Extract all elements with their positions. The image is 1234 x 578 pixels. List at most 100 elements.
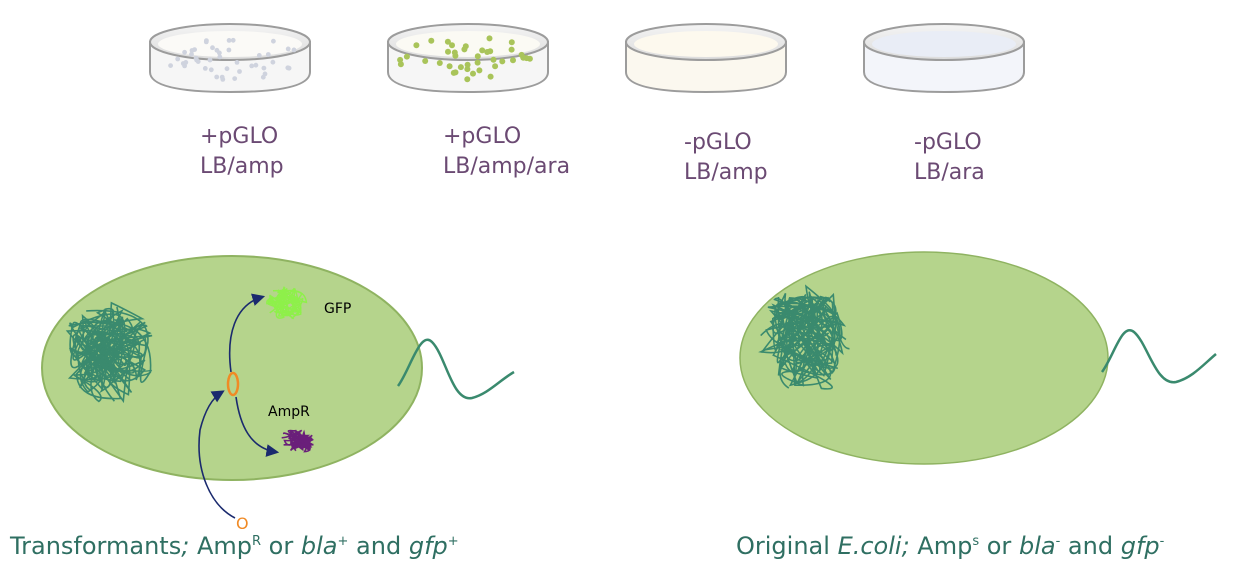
colony-dot bbox=[220, 77, 226, 82]
chromosome-tangle bbox=[758, 284, 850, 390]
colony-dot bbox=[464, 66, 471, 73]
tangle-strand bbox=[289, 429, 314, 453]
colony-dot bbox=[403, 53, 410, 60]
colony-dot bbox=[232, 76, 238, 81]
colony-dot bbox=[476, 67, 483, 74]
plate-3 bbox=[625, 23, 787, 94]
tangle-strand bbox=[69, 307, 147, 404]
colony-dot bbox=[490, 56, 497, 63]
colony-dot bbox=[474, 53, 481, 60]
colony-dot bbox=[474, 59, 481, 66]
colony-dot bbox=[270, 59, 276, 65]
arrow-uptake bbox=[198, 390, 236, 519]
colony-dot bbox=[428, 37, 435, 44]
plate-label-line2: LB/ara bbox=[914, 160, 985, 185]
colony-dot bbox=[526, 55, 533, 62]
colony-dot bbox=[508, 46, 515, 53]
colony-dot bbox=[464, 61, 471, 68]
plate-label-2: +pGLO LB/amp/ara bbox=[443, 122, 570, 182]
colony-dot bbox=[202, 66, 208, 71]
colony-dot bbox=[217, 54, 223, 60]
colony-dot bbox=[444, 38, 451, 45]
colony-dot bbox=[487, 48, 494, 55]
colony-dot bbox=[183, 60, 189, 65]
ampr-label: AmpR bbox=[268, 404, 310, 420]
colony-dot bbox=[208, 67, 214, 73]
colony-dot bbox=[452, 69, 459, 76]
colony-dot bbox=[508, 39, 515, 46]
plate-label-3: -pGLO LB/amp bbox=[684, 128, 768, 188]
caption-original: Original E.coli; Amps or bla- and gfp- bbox=[736, 532, 1165, 560]
colony-dot bbox=[397, 61, 404, 68]
colony-dot bbox=[224, 66, 230, 72]
tangle-strand bbox=[767, 296, 847, 390]
colony-dot bbox=[436, 60, 443, 66]
colony-dot bbox=[285, 46, 291, 52]
colony-dot bbox=[479, 47, 486, 54]
colony-dot bbox=[518, 51, 525, 58]
colony-dot bbox=[446, 63, 453, 70]
colony-dot bbox=[214, 74, 220, 80]
tangle-strand bbox=[775, 307, 847, 379]
colony-dot bbox=[192, 47, 198, 52]
colony-dot bbox=[457, 64, 464, 71]
colony-dot bbox=[265, 52, 271, 57]
colony-dot bbox=[249, 63, 255, 69]
colony-dot bbox=[452, 52, 459, 59]
plate-label-line1: +pGLO bbox=[443, 124, 522, 149]
colony-dot bbox=[413, 42, 420, 49]
caption-transformants: Transformants; AmpR or bla+ and gfp+ bbox=[10, 532, 459, 560]
gfp-label: GFP bbox=[324, 301, 351, 317]
arrow-plasmid-to-gfp bbox=[228, 293, 266, 373]
colony-dot bbox=[261, 65, 267, 71]
colony-dot bbox=[291, 47, 297, 53]
plate-4 bbox=[863, 23, 1025, 94]
colony-dot bbox=[194, 57, 200, 63]
plate-label-line2: LB/amp bbox=[200, 154, 284, 179]
colony-dot bbox=[445, 48, 451, 55]
arrow-plasmid-to-ampr bbox=[235, 396, 280, 457]
plate-2 bbox=[387, 23, 549, 94]
flagellum-right bbox=[1100, 328, 1217, 384]
original-cell bbox=[739, 251, 1217, 465]
plate-label-4: -pGLO LB/ara bbox=[914, 128, 985, 188]
colony-dot bbox=[182, 49, 188, 55]
colony-dot bbox=[226, 38, 232, 43]
plate-label-line1: +pGLO bbox=[200, 124, 279, 149]
colony-dot bbox=[253, 62, 259, 68]
transformant-cell: GFP AmpR O bbox=[41, 255, 515, 533]
colony-dot bbox=[230, 37, 236, 43]
colony-dot bbox=[256, 53, 262, 58]
gfp-protein-tangle bbox=[266, 286, 308, 320]
plate-label-line1: -pGLO bbox=[684, 130, 752, 155]
plate-1 bbox=[149, 23, 311, 94]
colony-dot bbox=[189, 51, 194, 57]
colony-dot bbox=[470, 70, 476, 77]
colony-dot bbox=[449, 42, 455, 49]
flagellum-left bbox=[396, 338, 515, 400]
ampr-protein-tangle bbox=[281, 429, 314, 453]
colony-dot bbox=[271, 38, 276, 44]
colony-dot bbox=[461, 46, 468, 53]
plasmid-outside-label: O bbox=[236, 514, 249, 533]
colony-dot bbox=[487, 73, 494, 80]
colony-dot bbox=[422, 58, 429, 64]
tangle-strand bbox=[775, 292, 850, 377]
tangle-strand bbox=[270, 287, 296, 308]
colony-dot bbox=[210, 45, 215, 51]
colony-dot bbox=[510, 57, 516, 64]
colony-dot bbox=[207, 57, 213, 63]
colony-dot bbox=[168, 63, 174, 68]
plate-label-line2: LB/amp/ara bbox=[443, 154, 571, 179]
colony-dot bbox=[214, 47, 220, 53]
plate-label-line2: LB/amp bbox=[684, 160, 768, 185]
colony-dot bbox=[237, 69, 242, 74]
plate-label-1: +pGLO LB/amp bbox=[200, 122, 284, 182]
tangle-strand bbox=[76, 309, 153, 383]
colony-dot bbox=[492, 63, 499, 70]
colony-dot bbox=[499, 58, 506, 65]
chromosome-tangle bbox=[65, 301, 153, 404]
colony-dot bbox=[226, 47, 232, 53]
colony-dot bbox=[204, 38, 209, 43]
